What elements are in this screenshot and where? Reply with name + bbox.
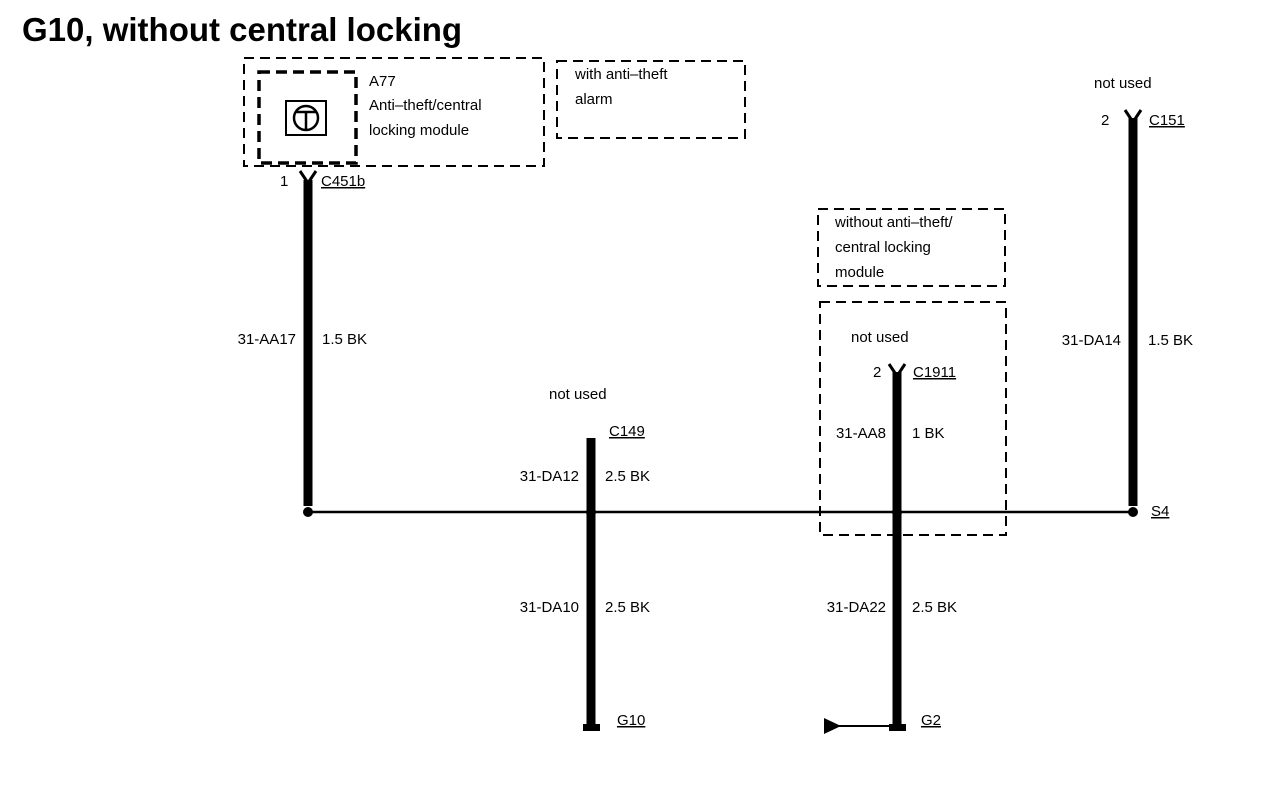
with-alarm-note-line2: alarm <box>575 91 613 108</box>
c1911-pin: 2 <box>873 364 881 381</box>
splice-dot-aa17 <box>303 507 313 517</box>
wire-31-aa17-circuit: 31-AA17 <box>238 331 296 348</box>
with-alarm-note-box <box>556 60 746 139</box>
module-name-line2: locking module <box>369 122 469 139</box>
c451b-connector-icon <box>298 170 318 186</box>
c151-label: C151 <box>1149 112 1185 129</box>
c151-pin: 2 <box>1101 112 1109 129</box>
g2-label: G2 <box>921 712 941 729</box>
c451b-pin: 1 <box>280 173 288 190</box>
module-enclosure <box>243 57 545 167</box>
c1911-label: C1911 <box>913 364 956 381</box>
wire-31-da10-spec: 2.5 BK <box>605 599 650 616</box>
without-module-note-box <box>817 208 1006 287</box>
splice-dot-c1911 <box>892 507 902 517</box>
wire-31-da22-circuit: 31-DA22 <box>827 599 886 616</box>
c151-connector-icon <box>1123 109 1143 125</box>
splice-dot-c149 <box>586 507 596 517</box>
page-title: G10, without central locking <box>22 11 462 48</box>
g2-ground-icon <box>889 724 906 731</box>
without-module-note-line3: module <box>835 264 884 281</box>
wire-31-aa8-circuit: 31-AA8 <box>836 425 886 442</box>
wire-31-da14-circuit: 31-DA14 <box>1062 332 1121 349</box>
c149-status: not used <box>549 386 607 403</box>
splice-s4-label: S4 <box>1151 503 1169 520</box>
with-alarm-note-line1: with anti–theft <box>574 66 668 83</box>
wire-31-da12-spec: 2.5 BK <box>605 468 650 485</box>
c1911-status: not used <box>851 329 909 346</box>
module-name-line1: Anti–theft/central <box>369 97 482 114</box>
c451b-label: C451b <box>321 173 365 190</box>
c1911-connector-icon <box>887 363 907 379</box>
wire-31-aa17-spec: 1.5 BK <box>322 331 367 348</box>
module-symbol-icon <box>285 100 327 136</box>
g10-label: G10 <box>617 712 645 729</box>
g10-ground-icon <box>583 724 600 731</box>
g2-arrow-icon <box>824 718 841 734</box>
module-component-box <box>257 70 358 165</box>
wire-31-aa8-spec: 1 BK <box>912 425 945 442</box>
c149-label: C149 <box>609 423 645 440</box>
without-module-note-line1: without anti–theft/ <box>834 214 953 231</box>
splice-dot-s4 <box>1128 507 1138 517</box>
c1911-option-box <box>819 301 1007 536</box>
wire-31-da22-spec: 2.5 BK <box>912 599 957 616</box>
wire-31-da10-circuit: 31-DA10 <box>520 599 579 616</box>
wire-31-da12-circuit: 31-DA12 <box>520 468 579 485</box>
c151-status: not used <box>1094 75 1152 92</box>
module-id: A77 <box>369 73 396 90</box>
wire-31-da14-spec: 1.5 BK <box>1148 332 1193 349</box>
without-module-note-line2: central locking <box>835 239 931 256</box>
